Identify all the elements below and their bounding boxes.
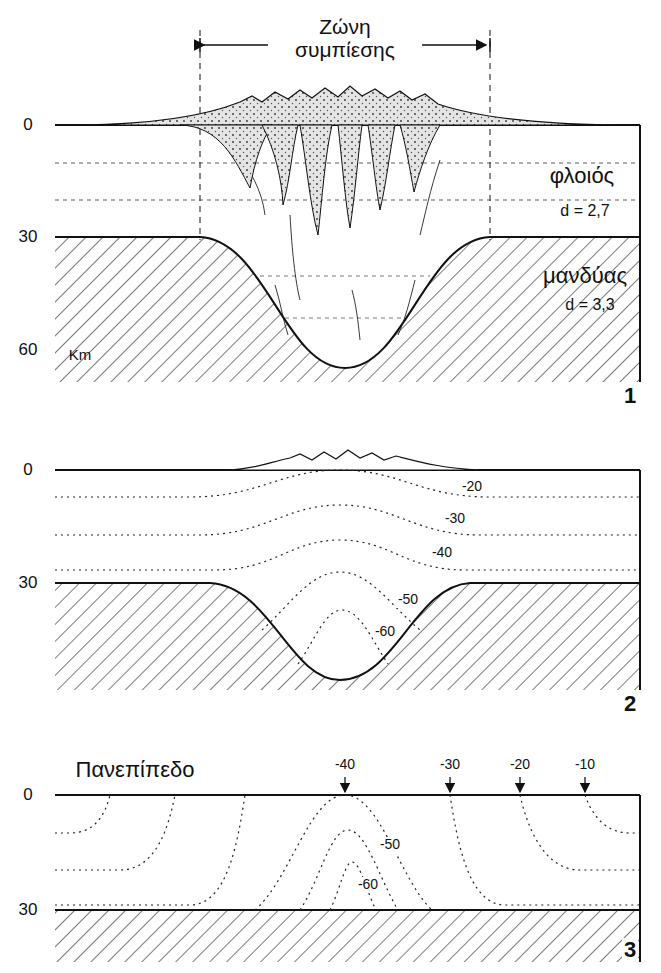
layer-name: φλοιός (548, 164, 616, 188)
panel-number: 2 (622, 692, 638, 716)
depth-tick: 30 (17, 228, 40, 247)
depth-tick: 0 (21, 116, 34, 135)
mantle (55, 910, 640, 962)
isograd-value: -20 (508, 757, 532, 772)
isograd-value: -10 (573, 757, 597, 772)
depth-tick: 30 (17, 574, 40, 593)
panel-number: 3 (622, 938, 638, 962)
surface-arrows (345, 777, 585, 792)
depth-unit: Km (67, 347, 94, 364)
depth-tick: 0 (21, 461, 34, 480)
panel-three (55, 777, 640, 962)
isograd-value: -60 (356, 877, 380, 892)
zone-title: Ζώνη συμπίεσης (268, 15, 422, 61)
zone-limit (200, 30, 201, 240)
isograd-value: -50 (396, 592, 420, 607)
mountain-belt (230, 450, 480, 470)
density-value: d = 2,7 (558, 202, 611, 220)
isograd-value: -40 (430, 545, 454, 560)
isograd-value: -60 (373, 624, 397, 639)
panel-one (55, 30, 640, 382)
isograd-value: -30 (438, 757, 462, 772)
depth-tick: 0 (21, 786, 34, 805)
depth-tick: 60 (17, 341, 40, 360)
mountain-belt (80, 86, 620, 125)
mantle (55, 237, 640, 382)
isograd-value: -50 (378, 837, 402, 852)
isograd-value: -20 (460, 479, 484, 494)
layer-name: μανδύας (541, 264, 629, 288)
isograd-value: -40 (333, 757, 357, 772)
peneplain-label: Πανεπίπεδο (74, 758, 197, 782)
depth-tick: 30 (17, 901, 40, 920)
isograd-lines (55, 470, 640, 664)
isograd-lines (55, 795, 640, 910)
panel-number: 1 (622, 384, 638, 408)
density-value: d = 3,3 (563, 296, 616, 314)
isograd-value: -30 (443, 511, 467, 526)
panel-two (55, 450, 640, 690)
zone-limit (490, 30, 491, 240)
mantle (55, 583, 640, 690)
